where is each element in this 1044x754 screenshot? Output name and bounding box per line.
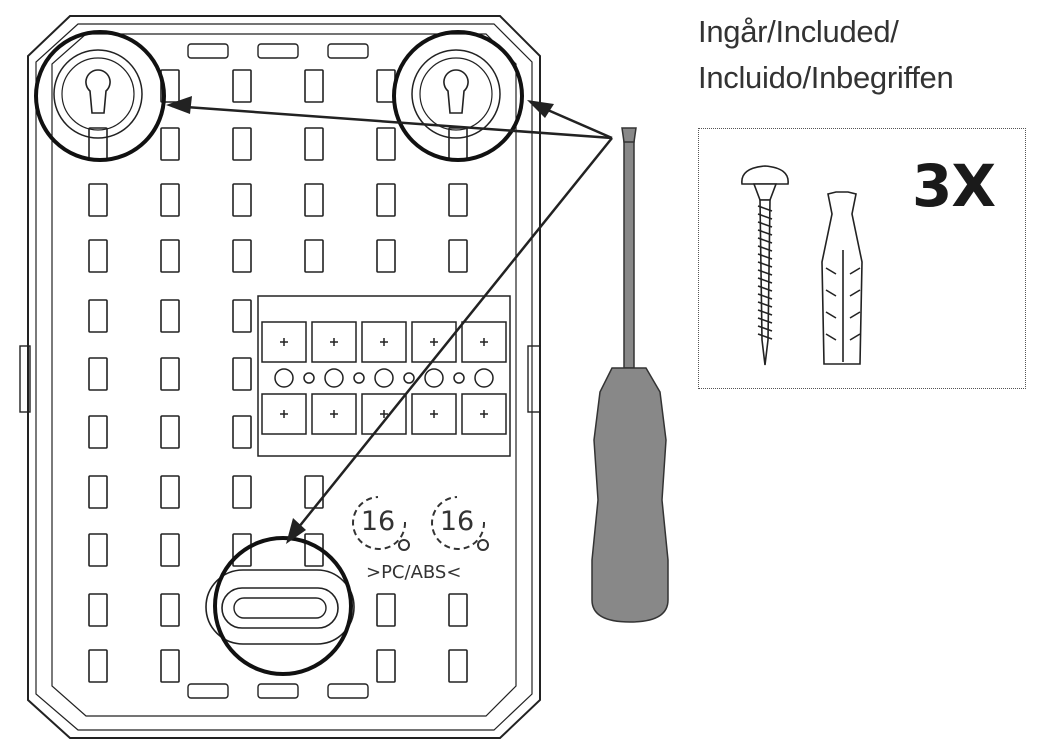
current-rating-1: 16 — [360, 506, 396, 537]
highlight-circle-cable-entry — [213, 536, 353, 676]
wall-mount-keyhole-icon — [53, 49, 501, 139]
highlight-circle-keyholes — [34, 30, 524, 162]
screwdriver-icon — [591, 127, 669, 623]
wall-plug-icon — [821, 191, 863, 365]
material-label: >PC/ABS< — [366, 562, 462, 583]
current-rating-2: 16 — [439, 506, 475, 537]
included-kit-box — [698, 128, 1026, 389]
quantity-label: 3X — [912, 152, 996, 220]
screw-icon — [741, 165, 789, 366]
included-label-line2: Incluido/Inbegriffen — [698, 60, 954, 95]
arrowheads — [166, 96, 554, 544]
cable-entry-slot-icon — [205, 569, 355, 645]
included-label-line1: Ingår/Included/ — [698, 14, 899, 49]
rating-symbols — [352, 496, 489, 551]
terminal-block-icon — [257, 295, 511, 457]
